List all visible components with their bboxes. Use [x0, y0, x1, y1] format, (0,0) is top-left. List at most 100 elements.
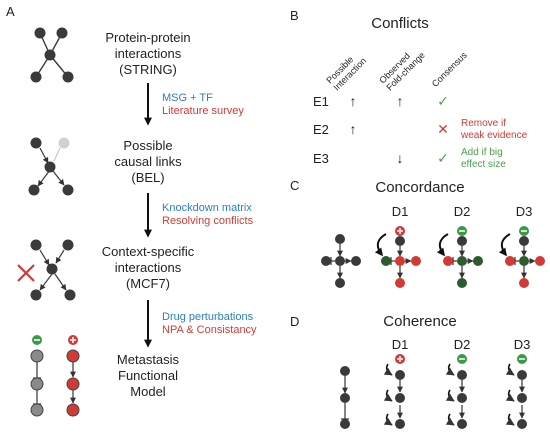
concordance-d2-network	[436, 226, 483, 288]
node	[56, 27, 68, 39]
node	[321, 256, 331, 266]
concordance-d1-network	[374, 226, 421, 288]
node	[395, 393, 405, 403]
stage1-line2: interactions	[115, 46, 182, 61]
node	[457, 236, 467, 246]
row-e2-possible: ↑	[350, 121, 357, 137]
node	[30, 71, 42, 83]
step2-red: Resolving conflicts	[162, 215, 254, 227]
row-e3-note-1: Add if big	[461, 147, 503, 158]
stage4-line1: Metastasis	[117, 352, 180, 367]
node	[505, 256, 515, 266]
node	[30, 349, 44, 363]
stage2-line3: (BEL)	[131, 170, 164, 185]
node	[44, 161, 56, 173]
node	[62, 71, 74, 83]
coherence-d3-label: D3	[514, 337, 531, 352]
concordance-d1-label: D1	[392, 204, 409, 219]
node	[457, 393, 467, 403]
node	[519, 256, 529, 266]
node	[30, 289, 42, 301]
node	[34, 27, 46, 39]
node	[517, 393, 527, 403]
node	[443, 256, 453, 266]
node	[395, 256, 405, 266]
svg-text:Consensus: Consensus	[430, 50, 469, 89]
node	[340, 393, 350, 403]
mcf7-nodes	[30, 239, 76, 301]
row-e3-id: E3	[313, 151, 329, 166]
node	[381, 256, 391, 266]
stage3-line1: Context-specific	[102, 244, 195, 259]
node	[457, 419, 467, 429]
stage4-line2: Functional	[118, 368, 178, 383]
row-e2-id: E2	[313, 122, 329, 137]
node	[517, 419, 527, 429]
mcf7-network	[17, 249, 67, 291]
node	[411, 256, 421, 266]
coherence-d1-chain	[383, 354, 405, 429]
stage3-line3: (MCF7)	[126, 276, 170, 291]
node	[30, 239, 42, 251]
row-e3-consensus: ✓	[437, 150, 449, 166]
panel-b-title: Conflicts	[371, 15, 429, 32]
node	[457, 256, 467, 266]
node	[64, 289, 76, 301]
node	[46, 263, 58, 275]
node	[335, 234, 345, 244]
panel-d-label: D	[290, 314, 299, 329]
panel-c-label: C	[290, 178, 299, 193]
col-header-consensus: Consensus	[430, 50, 469, 89]
node	[519, 278, 529, 288]
coherence-d2-label: D2	[454, 337, 471, 352]
row-e1-possible: ↑	[350, 93, 357, 109]
concordance-base-network	[321, 234, 361, 288]
coherence-d2-chain	[445, 354, 467, 429]
node	[395, 278, 405, 288]
concordance-d3-network	[498, 226, 545, 288]
row-e3-note-2: effect size	[461, 159, 506, 170]
node	[28, 184, 40, 196]
concordance-d3-label: D3	[516, 204, 533, 219]
node	[395, 419, 405, 429]
node	[519, 236, 529, 246]
coherence-base-chain	[340, 366, 350, 429]
node	[473, 256, 483, 266]
panel-d-title: Coherence	[383, 313, 456, 330]
node	[66, 349, 80, 363]
node	[517, 370, 527, 380]
node	[535, 256, 545, 266]
stage2-line2: causal links	[114, 154, 182, 169]
col-header-possible: Possible Interaction	[324, 54, 368, 92]
bel-nodes	[28, 137, 74, 196]
stage3-line2: interactions	[115, 260, 182, 275]
node	[340, 419, 350, 429]
panel-c-title: Concordance	[375, 179, 464, 196]
step3-red: NPA & Consistancy	[162, 324, 257, 336]
coherence-d3-chain	[505, 354, 527, 429]
coherence-d1-label: D1	[392, 337, 409, 352]
node	[30, 137, 42, 149]
node	[66, 403, 80, 417]
node	[395, 236, 405, 246]
model-chain-gray	[30, 335, 44, 417]
bel-network	[37, 147, 65, 187]
node	[335, 278, 345, 288]
panel-a-label: A	[6, 4, 15, 19]
node	[351, 256, 361, 266]
node	[62, 184, 74, 196]
step3-blue: Drug perturbations	[162, 311, 254, 323]
node	[66, 377, 80, 391]
node	[30, 403, 44, 417]
stage1-line1: Protein-protein	[105, 30, 190, 45]
stage1-line3: (STRING)	[119, 62, 177, 77]
step2-blue: Knockdown matrix	[162, 202, 252, 214]
step1-blue: MSG + TF	[162, 92, 213, 104]
node	[30, 377, 44, 391]
stage2-line1: Possible	[123, 138, 172, 153]
step1-red: Literature survey	[162, 105, 244, 117]
ppi-nodes	[30, 27, 74, 83]
row-e1-consensus: ✓	[437, 93, 449, 109]
node	[340, 366, 350, 376]
